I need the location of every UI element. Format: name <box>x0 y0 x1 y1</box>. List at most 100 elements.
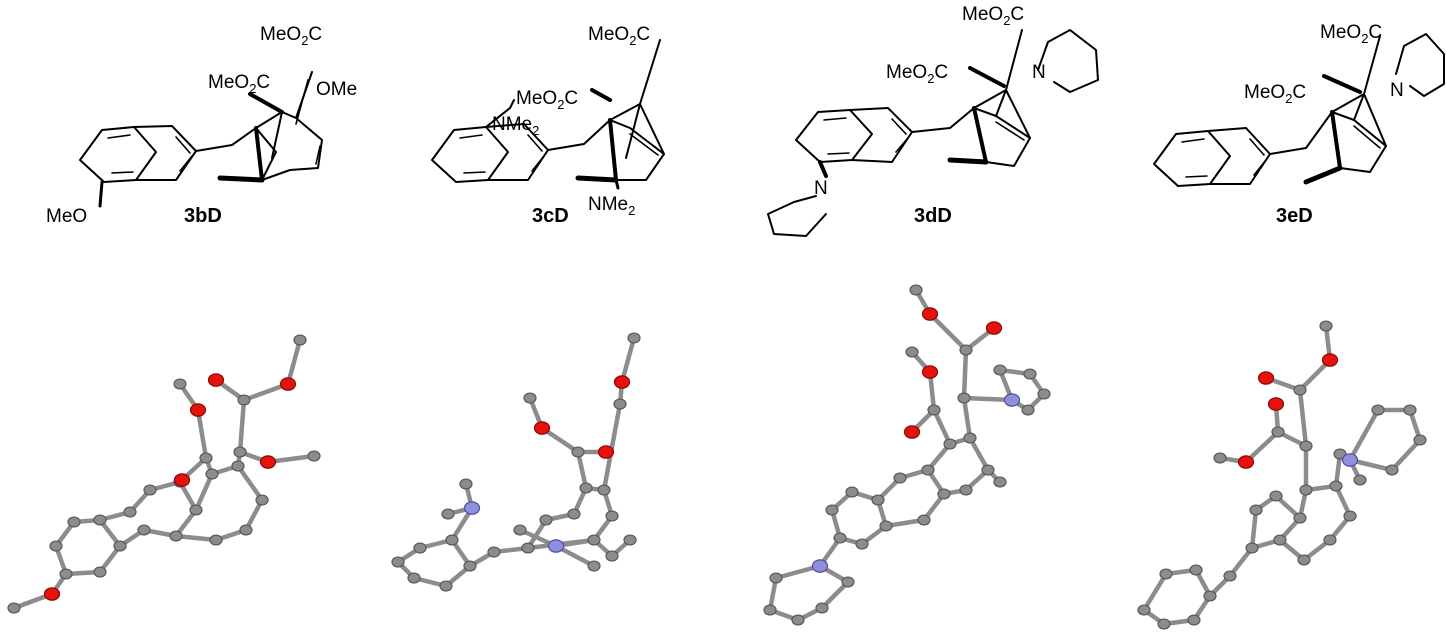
atom-3bD-C12 <box>143 484 157 496</box>
atom-3bD-O26 <box>279 377 297 391</box>
atom-3bD-C15 <box>231 460 245 472</box>
atom-3eD-C12 <box>1299 484 1313 496</box>
atom-3bD-C18 <box>209 534 223 546</box>
atom-3bD-O28 <box>259 455 277 469</box>
atom-3cD-C10 <box>521 542 535 554</box>
atom-3dD-C29 <box>909 284 923 296</box>
bridgehead-n-3eD: N <box>1390 80 1404 101</box>
atom-3cD-C24 <box>613 398 627 410</box>
ester-left-3dD: MeO2C <box>886 62 948 86</box>
atom-3bD-O25 <box>207 373 225 387</box>
atom-3cD-C0 <box>391 556 405 568</box>
atom-3eD-C8 <box>1273 534 1287 546</box>
atom-3eD-C16 <box>1297 554 1311 566</box>
ortep-models <box>7 284 1427 630</box>
ortep-3dD <box>763 284 1051 626</box>
atom-3cD-C7 <box>459 478 473 490</box>
atom-3cD-C26 <box>627 332 641 344</box>
atom-3dD-C33 <box>1037 388 1051 400</box>
atom-3cD-C2 <box>439 580 453 592</box>
atom-3eD-C32 <box>1213 452 1227 464</box>
atom-3cD-C14 <box>597 484 611 496</box>
atom-3bD-O1 <box>43 587 61 601</box>
atom-3dD-C11 <box>855 538 869 550</box>
atom-3bD-C27 <box>293 334 307 346</box>
atom-3eD-C0 <box>1137 604 1151 616</box>
ring-n-3dD: N <box>814 178 828 199</box>
atom-3dD-N30 <box>1003 393 1021 407</box>
atom-3eD-N18 <box>1341 453 1359 467</box>
bond-3bD-15 <box>193 471 215 513</box>
atom-3cD-C9 <box>487 546 501 558</box>
structure-3eD <box>1153 33 1445 187</box>
atom-3dD-C3 <box>815 602 829 614</box>
atom-3cD-O25 <box>613 375 631 389</box>
ester-top-3bD: MeO2C <box>260 24 322 48</box>
ortep-3cD <box>391 332 641 592</box>
bond-3dD-24 <box>931 407 953 447</box>
bond-3dD-29 <box>961 347 969 401</box>
atom-3bD-C10 <box>189 504 203 516</box>
atom-3dD-C26 <box>959 344 973 356</box>
atom-3cD-C3 <box>463 560 477 572</box>
bridgehead-nme2-3cD: NMe2 <box>588 194 635 218</box>
ester-left-3eD: MeO2C <box>1244 82 1306 106</box>
atom-3eD-C14 <box>1343 510 1357 522</box>
bridgehead-n-3dD: N <box>1032 62 1046 83</box>
bond-3eD-24 <box>1389 437 1423 473</box>
structure-3bD <box>79 71 323 208</box>
atom-3eD-C10 <box>1269 490 1283 502</box>
atom-3dD-C6 <box>833 532 847 544</box>
atom-3dD-C25 <box>957 392 971 404</box>
atom-3bD-C22 <box>173 378 187 390</box>
atom-3eD-C29 <box>1271 426 1285 438</box>
atom-3dD-C10 <box>879 520 893 532</box>
atom-3eD-C1 <box>1157 618 1171 630</box>
atom-3cD-C8 <box>441 508 455 520</box>
atom-3eD-C15 <box>1323 534 1337 546</box>
label-3bD: 3bD <box>184 205 222 227</box>
atom-3dD-O23 <box>921 365 939 379</box>
atom-3cD-N6 <box>463 501 481 515</box>
atom-3dD-C19 <box>959 484 973 496</box>
atom-3cD-C13 <box>579 482 593 494</box>
atom-3cD-C22 <box>571 446 585 458</box>
atom-3eD-C28 <box>1319 320 1333 332</box>
bond-3bD-26 <box>237 397 247 455</box>
atom-3dD-C18 <box>981 464 995 476</box>
atom-3bD-C13 <box>123 506 137 518</box>
atom-3eD-C3 <box>1203 590 1217 602</box>
bond-3eD-7 <box>1227 545 1255 579</box>
atom-3cD-C16 <box>587 534 601 546</box>
bond-3bD-20 <box>173 533 219 543</box>
atom-3dD-C31 <box>993 364 1007 376</box>
atom-3bD-O21 <box>189 403 207 417</box>
atom-3dD-C16 <box>943 438 957 450</box>
atom-3eD-C20 <box>1403 404 1417 416</box>
bond-3dD-28 <box>961 395 973 441</box>
atom-3dD-C14 <box>937 488 951 500</box>
structure-3dD <box>767 29 1099 237</box>
ester-top-3cD: MeO2C <box>588 24 650 48</box>
bond-3eD-21 <box>1347 407 1381 463</box>
atom-3dD-N4 <box>811 559 829 573</box>
atom-3dD-C15 <box>917 514 931 526</box>
atom-3cD-C12 <box>567 508 581 520</box>
bond-3cD-21 <box>575 449 589 491</box>
atom-3dD-C8 <box>845 486 859 498</box>
atom-3eD-C21 <box>1413 434 1427 446</box>
atom-3bD-C17 <box>239 524 253 536</box>
atom-3dD-C34 <box>1021 404 1035 416</box>
bond-3eD-12 <box>1249 507 1259 551</box>
atom-3cD-N17 <box>547 539 565 553</box>
ester-left-3cD: MeO2C <box>516 88 578 112</box>
bridgehead-ome-3bD: OMe <box>316 79 357 100</box>
atom-3eD-C9 <box>1293 512 1307 524</box>
ortep-3eD <box>1137 320 1427 630</box>
atom-3cD-C28 <box>623 534 637 546</box>
atom-3bD-C2 <box>59 568 73 580</box>
atom-3cD-C19 <box>513 524 527 536</box>
atom-3dD-O22 <box>903 425 921 439</box>
structure-3cD <box>431 39 665 190</box>
